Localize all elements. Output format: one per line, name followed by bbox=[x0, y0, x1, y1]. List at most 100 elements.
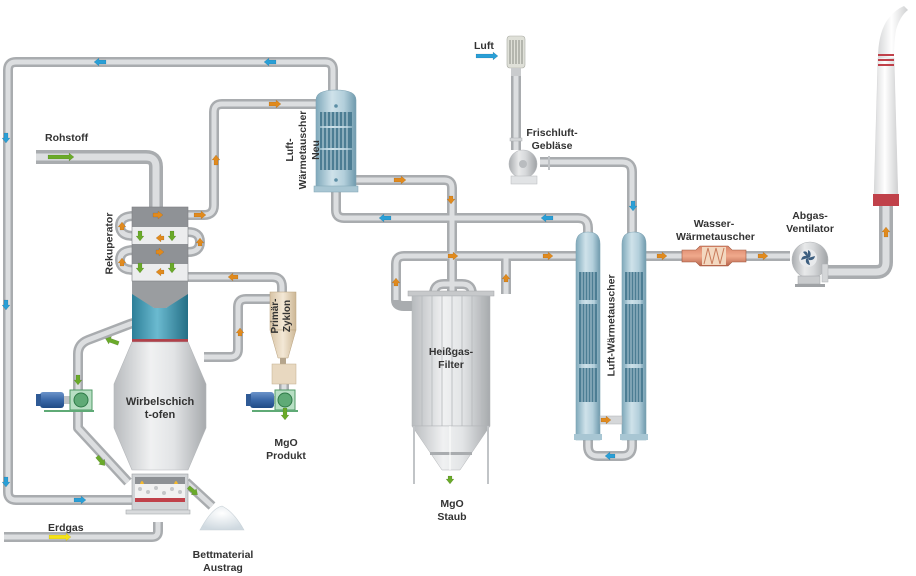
flow-arrow-hot bbox=[881, 226, 891, 238]
label-mgo-staub-line1: MgO bbox=[440, 498, 464, 510]
label-frischluft-line1: Frischluft- bbox=[526, 127, 578, 139]
flow-arrow-air bbox=[263, 57, 277, 67]
bettmaterial-pile bbox=[199, 505, 245, 531]
flow-arrow-hot bbox=[268, 99, 282, 109]
label-bettmaterial-austrag: Bettmaterial Austrag bbox=[188, 549, 258, 575]
label-rohstoff: Rohstoff bbox=[45, 132, 89, 144]
label-frischluft-line2: Gebläse bbox=[531, 140, 573, 152]
feed-screw-left bbox=[36, 389, 94, 412]
flow-arrow-air bbox=[475, 51, 499, 61]
flow-arrow-hot bbox=[656, 251, 668, 261]
label-wasser-line1: Wasser- bbox=[693, 218, 735, 230]
flow-arrow-gas bbox=[48, 532, 72, 542]
label-ofen-line1: Wirbelschich bbox=[125, 396, 195, 408]
flow-arrow-hot bbox=[152, 210, 164, 220]
label-rekuperator: Rekuperator bbox=[103, 212, 116, 275]
furnace-upper-section bbox=[132, 294, 188, 342]
pipe-lwt-neu-to-filter bbox=[356, 175, 457, 296]
wasser-waermetauscher bbox=[681, 245, 747, 267]
flow-arrow-hot bbox=[193, 210, 207, 220]
primaer-zyklon bbox=[269, 291, 297, 385]
label-abgas-line1: Abgas- bbox=[792, 210, 828, 222]
feed-screw-right bbox=[246, 389, 298, 412]
flow-arrow-solid bbox=[47, 152, 75, 162]
flow-arrow-air bbox=[628, 200, 638, 212]
flow-arrow-hot bbox=[117, 221, 127, 231]
label-zyklon-line2: Zyklon bbox=[282, 299, 293, 333]
label-mgo-staub-line2: Staub bbox=[437, 511, 467, 523]
flow-arrow-air bbox=[378, 213, 392, 223]
label-wirbelschichtofen: Wirbelschich t-ofen bbox=[116, 396, 204, 422]
label-bett-line1: Bettmaterial bbox=[192, 549, 254, 561]
label-wasser-line2: Wärmetauscher bbox=[676, 231, 755, 243]
rekuperator bbox=[131, 206, 189, 308]
label-luft: Luft bbox=[474, 40, 494, 52]
flow-arrow-hot bbox=[501, 273, 511, 283]
label-lwt-neu-line1: Luft- bbox=[284, 138, 296, 162]
flow-arrow-hot bbox=[600, 415, 612, 425]
pipe-filter-in-left bbox=[391, 299, 412, 311]
label-zyklon-line1: Primär- bbox=[270, 298, 281, 334]
label-primaer-zyklon: Primär- Zyklon bbox=[270, 286, 298, 346]
label-mgo-staub: MgO Staub bbox=[432, 498, 472, 524]
flow-arrow-hot bbox=[155, 233, 165, 243]
flow-arrow-hot bbox=[447, 251, 459, 261]
flow-arrow-air bbox=[1, 476, 11, 488]
flow-arrow-air bbox=[540, 213, 554, 223]
label-lwt-neu-line2: Wärmetauscher bbox=[297, 110, 309, 190]
label-abgas-line2: Ventilator bbox=[786, 223, 834, 235]
label-erdgas: Erdgas bbox=[48, 522, 84, 534]
pipe-recup-from-zyklon bbox=[188, 272, 287, 296]
flow-arrow-hot bbox=[542, 251, 554, 261]
flow-arrow-hot bbox=[393, 175, 407, 185]
flow-arrow-solid bbox=[167, 230, 177, 242]
label-ofen-line2: t-ofen bbox=[144, 409, 176, 421]
luft-waermetauscher-neu bbox=[313, 89, 359, 193]
flow-arrow-hot bbox=[155, 247, 165, 257]
label-luft-waermetauscher-neu: Luft- Wärmetauscher Neu bbox=[284, 100, 324, 200]
label-heissgas-line1: Heißgas- bbox=[428, 346, 474, 358]
flow-arrow-solid bbox=[135, 230, 145, 242]
flow-arrow-air bbox=[1, 299, 11, 311]
flow-arrow-solid bbox=[445, 475, 455, 485]
pipe-air-lwt-to-lwt-neu bbox=[331, 188, 593, 240]
flow-arrow-solid bbox=[135, 262, 145, 274]
flow-arrow-solid bbox=[280, 407, 290, 421]
flow-arrow-solid bbox=[73, 374, 83, 386]
label-mgo-produkt: MgO Produkt bbox=[258, 437, 314, 463]
label-mgo-produkt-line2: Produkt bbox=[266, 450, 306, 462]
flow-arrow-hot bbox=[227, 272, 239, 282]
flow-arrow-hot bbox=[235, 327, 245, 337]
frischluft-geblaese bbox=[506, 35, 550, 185]
label-abgas-ventilator: Abgas- Ventilator bbox=[780, 210, 840, 236]
luft-waermetauscher bbox=[574, 231, 648, 441]
label-bett-line2: Austrag bbox=[203, 562, 243, 574]
flow-arrow-hot bbox=[211, 154, 221, 166]
flow-arrow-solid bbox=[95, 454, 106, 466]
heissgas-filter bbox=[407, 290, 495, 484]
flow-arrow-hot bbox=[757, 251, 769, 261]
flow-arrow-air bbox=[93, 57, 107, 67]
label-heissgas-line2: Filter bbox=[438, 359, 464, 371]
kamin bbox=[873, 6, 908, 206]
flow-arrow-hot bbox=[446, 195, 456, 205]
flow-arrows bbox=[1, 51, 891, 542]
flow-arrow-air bbox=[1, 132, 11, 144]
abgas-ventilator bbox=[791, 241, 829, 287]
label-mgo-produkt-line1: MgO bbox=[274, 437, 298, 449]
label-lwt-neu-line3: Neu bbox=[310, 140, 322, 160]
label-wasser-waermetauscher: Wasser- Wärmetauscher bbox=[676, 218, 755, 244]
wirbelschichtofen bbox=[113, 341, 207, 515]
flow-arrow-hot bbox=[391, 277, 401, 287]
flow-arrow-air bbox=[73, 495, 87, 505]
flow-arrow-air bbox=[604, 451, 616, 461]
flow-arrow-solid bbox=[167, 262, 177, 274]
label-heissgas-filter: Heißgas- Filter bbox=[426, 346, 476, 372]
label-luft-waermetauscher: Luft-Wärmetauscher bbox=[605, 274, 618, 377]
label-frischluft-geblaese: Frischluft- Gebläse bbox=[524, 127, 580, 153]
pipe-rohstoff bbox=[36, 152, 161, 214]
flow-arrow-hot bbox=[195, 237, 205, 247]
flow-arrow-solid bbox=[186, 485, 198, 496]
flow-arrow-hot bbox=[155, 267, 165, 277]
